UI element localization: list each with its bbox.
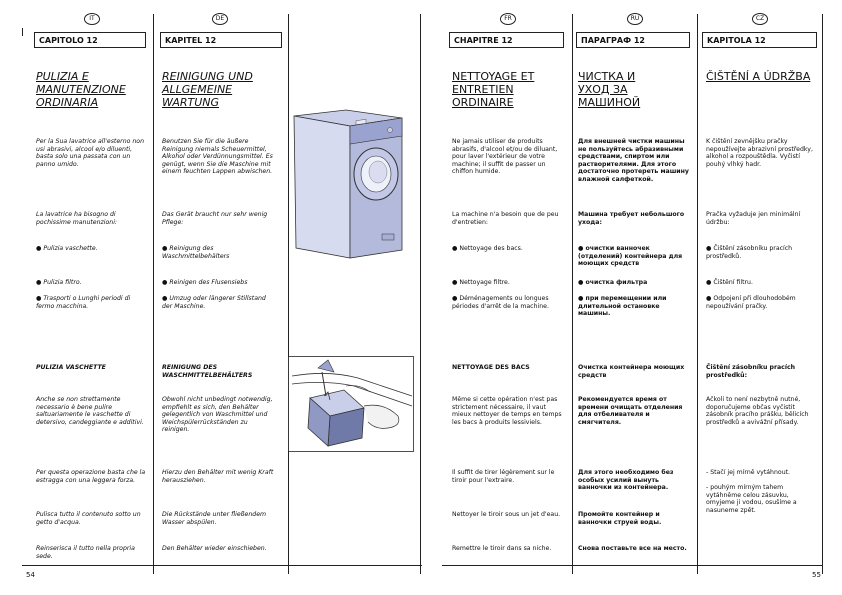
bullet-item: ● Čištění filtru.: [706, 279, 753, 286]
corner-mark: [22, 28, 23, 36]
language-badge-it: IT: [84, 13, 100, 25]
maintenance-lead: La machine n'a besoin que de peu d'entre…: [452, 211, 559, 226]
bullet-item: ● очистки ванночек (отделений) контейнер…: [578, 245, 683, 268]
column-divider: [288, 14, 289, 574]
bullet-item: ● Reinigen des Flusensiebs: [162, 279, 248, 286]
step-text: Même si cette opération n'est pas strict…: [452, 396, 562, 426]
chapter-header-it: CAPITOLO 12: [34, 32, 146, 48]
section-title-de: REINIGUNG UND ALLGEMEINE WARTUNG: [162, 70, 253, 109]
maintenance-lead: Машина требует небольшого ухода:: [578, 211, 685, 226]
intro-text: Для внешней чистки машины не пользуйтесь…: [578, 138, 689, 183]
language-badge-ru: RU: [627, 13, 643, 25]
column-divider: [572, 14, 573, 574]
step-text: Reinserisca il tutto nella propria sede.: [36, 545, 135, 560]
section-title-fr: NETTOYAGE ET ENTRETIEN ORDINAIRE: [452, 70, 535, 109]
bullet-item: ● Reinigung des Waschmittelbehälters: [162, 245, 230, 260]
bullet-item: ● Nettoyage des bacs.: [452, 245, 523, 252]
step-text: - Stačí jej mírně vytáhnout.: [706, 469, 791, 476]
step-text: - pouhým mírným tahem vytáhněme celou zá…: [706, 484, 797, 514]
chapter-header-ru: ПАРАГРАФ 12: [576, 32, 690, 48]
step-text: Remettre le tiroir dans sa niche.: [452, 545, 552, 552]
page-number-left: 54: [26, 571, 35, 579]
intro-text: Benutzen Sie für die äußere Reinigung ni…: [162, 138, 273, 176]
bullet-item: ● Déménagements ou longues périodes d'ar…: [452, 295, 549, 310]
bullet-item: ● очистка фильтра: [578, 279, 648, 286]
page-number-right: 55: [812, 571, 821, 579]
bullet-item: ● Čištění zásobníku pracích prostředků.: [706, 245, 793, 260]
maintenance-lead: Pračka vyžaduje jen minimální údržbu:: [706, 211, 801, 226]
section-title-cz: ČIŠTĚNÍ A ÚDRŽBA: [706, 70, 811, 83]
step-text: Снова поставьте все на место.: [578, 545, 687, 552]
language-badge-cz: CZ: [752, 13, 768, 25]
step-text: Den Behälter wieder einschieben.: [162, 545, 267, 552]
maintenance-lead: Das Gerät braucht nur sehr wenig Pflege:: [162, 211, 268, 226]
bullet-item: ● Pulizia vaschette.: [36, 245, 98, 252]
step-text: Obwohl nicht unbedingt notwendig, empfie…: [162, 396, 273, 434]
maintenance-lead: La lavatrice ha bisogno di pochissime ma…: [36, 211, 118, 226]
chapter-header-fr: CHAPITRE 12: [449, 32, 564, 48]
bullet-item: ● Pulizia filtro.: [36, 279, 82, 286]
section-title-ru: ЧИСТКА И УХОД ЗА МАШИНОЙ: [578, 70, 641, 109]
step-text: Die Rückstände unter fließendem Wasser a…: [162, 511, 267, 526]
step-text: Anche se non strettamente necessario è b…: [36, 396, 144, 426]
intro-text: Ne jamais utiliser de produits abrasifs,…: [452, 138, 558, 176]
bullet-item: ● Nettoyage filtre.: [452, 279, 510, 286]
washing-machine-illustration: [293, 109, 403, 259]
step-text: Ačkoli to není nezbytně nutné, doporučuj…: [706, 396, 809, 426]
footer-rule: [22, 565, 422, 566]
step-text: Hierzu den Behälter mit wenig Kraft hera…: [162, 469, 274, 484]
chapter-header-de: KAPITEL 12: [160, 32, 282, 48]
subsection-title: NETTOYAGE DES BACS: [452, 364, 530, 371]
subsection-title: Очистка контейнера моющих средств: [578, 364, 685, 379]
subsection-title: Čištění zásobníku pracích prostředků:: [706, 364, 796, 379]
bullet-item: ● при перемещении или длительной останов…: [578, 295, 667, 318]
bullet-item: ● Umzug oder längerer Stillstand der Mas…: [162, 295, 266, 310]
column-divider: [153, 14, 154, 574]
intro-text: K čištění zevnějšku pračky nepoužívejte …: [706, 138, 813, 168]
step-text: Nettoyer le tiroir sous un jet d'eau.: [452, 511, 561, 518]
column-divider: [420, 14, 421, 574]
detergent-drawer-illustration: [288, 356, 414, 452]
step-text: Pulisca tutto il contenuto sotto un gett…: [36, 511, 141, 526]
language-badge-de: DE: [212, 13, 228, 25]
bullet-item: ● Odpojení při dlouhodobém nepoužívání p…: [706, 295, 796, 310]
column-divider: [697, 14, 698, 574]
language-badge-fr: FR: [500, 13, 516, 25]
chapter-header-cz: KAPITOLA 12: [702, 32, 817, 48]
intro-text: Per la Sua lavatrice all'esterno non usi…: [36, 138, 145, 168]
bullet-item: ● Trasporti o Lunghi periodi di fermo ma…: [36, 295, 131, 310]
step-text: Промойте контейнер и ванночки струей вод…: [578, 511, 662, 526]
subsection-title: REINIGUNG DES WASCHMITTELBEHÄLTERS: [162, 364, 253, 379]
step-text: Рекомендуется время от времени очищать о…: [578, 396, 683, 426]
section-title-it: PULIZIA E MANUTENZIONE ORDINARIA: [36, 70, 126, 109]
step-text: Для этого необходимо без особых усилий в…: [578, 469, 674, 492]
subsection-title: PULIZIA VASCHETTE: [36, 364, 106, 371]
footer-rule: [442, 565, 822, 566]
column-divider: [822, 14, 823, 574]
step-text: Il suffit de tirer légèrement sur le tir…: [452, 469, 555, 484]
step-text: Per questa operazione basta che la estra…: [36, 469, 146, 484]
